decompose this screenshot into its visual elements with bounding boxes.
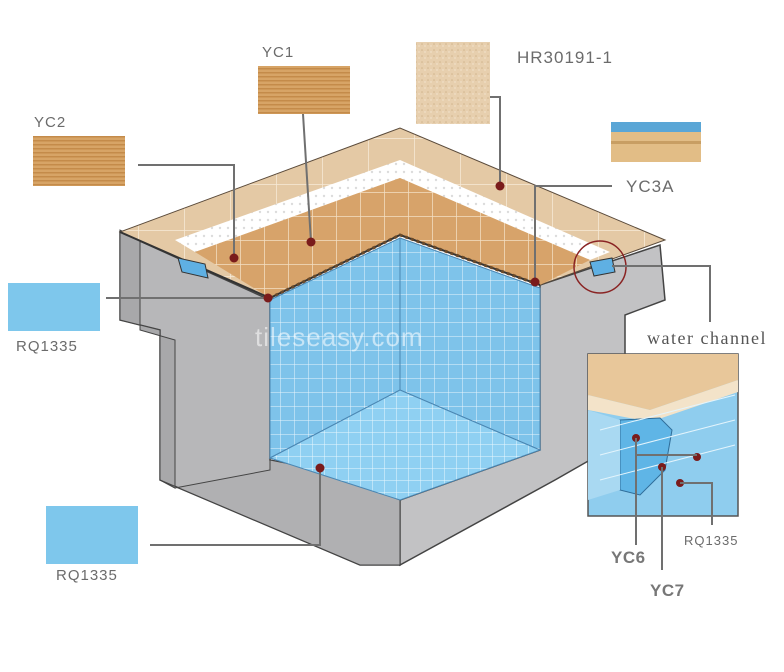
watermark: tileseasy.com — [255, 322, 424, 352]
swatch-yc3a — [611, 122, 701, 162]
label-rq1335-inset: RQ1335 — [684, 533, 739, 548]
water-channel-right — [589, 257, 616, 277]
label-yc7: YC7 — [650, 581, 685, 600]
leader-lines — [106, 96, 713, 570]
water-channel-left — [177, 257, 209, 279]
label-yc1: YC1 — [262, 44, 295, 61]
swatch-hr30191-1 — [416, 42, 490, 124]
label-water-channel: water channel — [647, 328, 767, 348]
swatch-yc2 — [33, 136, 125, 186]
swatch-rq1335-left — [8, 283, 100, 331]
label-yc6: YC6 — [611, 548, 646, 567]
swatch-yc1 — [258, 66, 350, 114]
label-rq1335-left: RQ1335 — [16, 338, 78, 355]
white-trim-band — [175, 160, 610, 260]
label-rq1335-bottom: RQ1335 — [56, 567, 118, 584]
swatch-rq1335-bottom — [46, 506, 138, 564]
label-yc3a: YC3A — [626, 177, 675, 196]
label-hr30191-1: HR30191-1 — [517, 48, 613, 67]
red-markers — [229, 181, 540, 473]
pool-floor — [268, 389, 542, 501]
label-yc2: YC2 — [34, 114, 67, 131]
